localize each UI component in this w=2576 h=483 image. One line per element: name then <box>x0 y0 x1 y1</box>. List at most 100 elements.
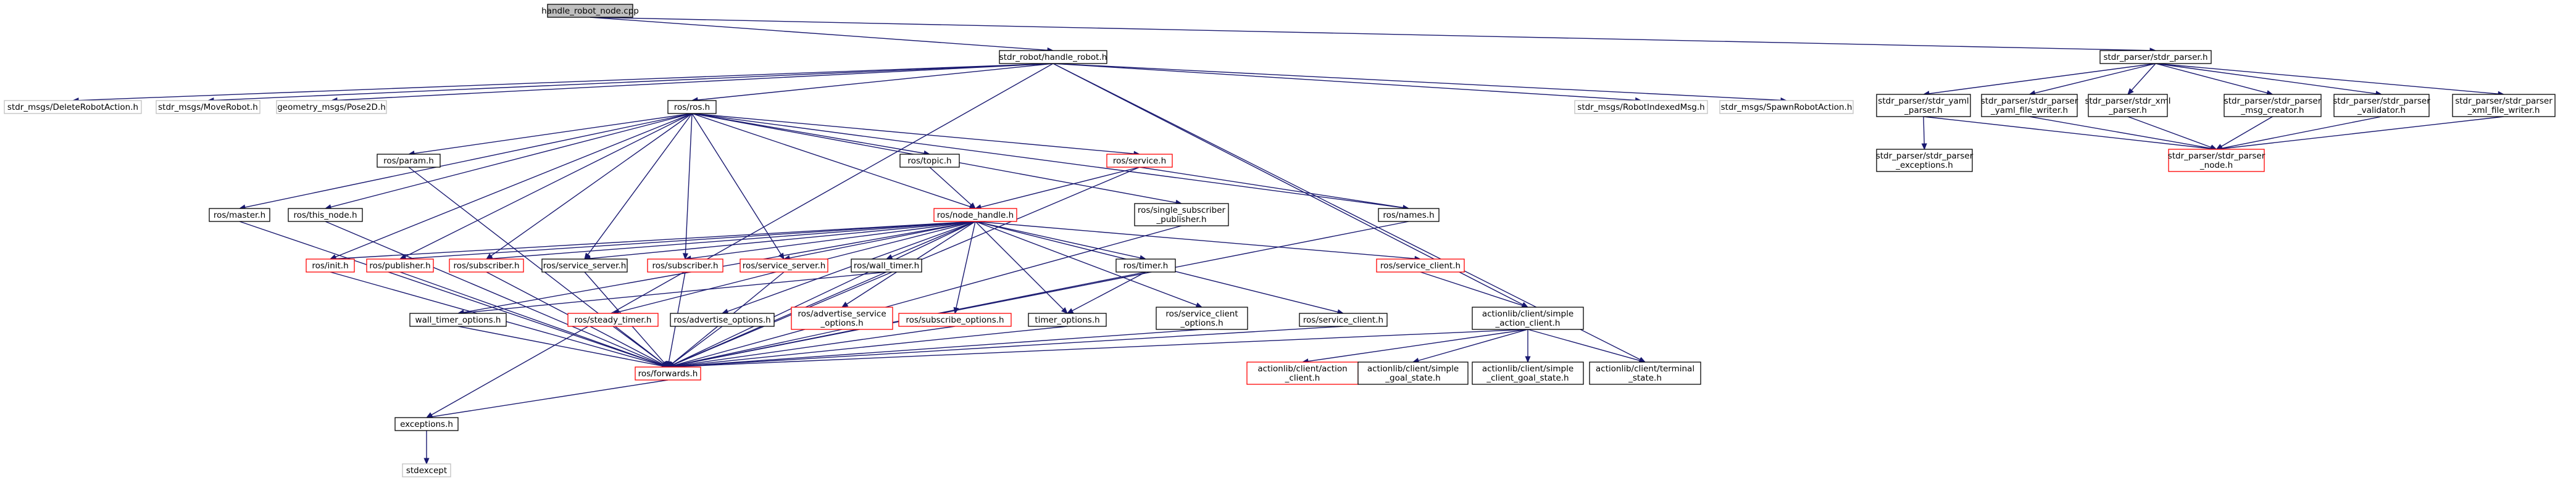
node-ros_timer[interactable]: ros/timer.h <box>1115 258 1176 273</box>
node-box <box>306 258 355 273</box>
node-ros_steady_timer[interactable]: ros/steady_timer.h <box>567 313 659 327</box>
node-terminal_state[interactable]: actionlib/client/terminal_state.h <box>1589 361 1701 385</box>
node-msg_creator[interactable]: stdr_parser/stdr_parser_msg_creator.h <box>2224 94 2322 117</box>
edge-ros_steady_timer-to-ros_forwards <box>612 326 669 368</box>
node-label: stdr_msgs/RobotIndexedMsg.h <box>1577 102 1704 112</box>
edge-line <box>336 63 1054 101</box>
node-ros_service_server_a[interactable]: ros/service_server.h <box>541 258 628 273</box>
node-label: ros/publisher.h <box>369 261 430 271</box>
node-exceptions[interactable]: exceptions.h <box>394 417 459 431</box>
node-label: _msg_creator.h <box>2240 105 2304 115</box>
node-label: stdexcept <box>406 466 447 476</box>
node-label: ros/advertise_options.h <box>673 315 771 325</box>
node-single_sub_pub[interactable]: ros/single_subscriber_publisher.h <box>1134 203 1229 226</box>
node-ros_names[interactable]: ros/names.h <box>1378 208 1440 222</box>
node-wall_timer_options[interactable]: wall_timer_options.h <box>409 313 507 327</box>
node-stdexcept: stdexcept <box>402 463 451 477</box>
node-yaml_writer[interactable]: stdr_parser/stdr_parser_yaml_file_writer… <box>1981 94 2078 117</box>
node-label: stdr_parser/stdr_parser <box>2224 96 2322 106</box>
edge-xml_writer-to-parser_node <box>2215 116 2504 152</box>
node-stdr_parser_h[interactable]: stdr_parser/stdr_parser.h <box>2099 50 2212 64</box>
node-handle_robot_node[interactable]: handle_robot_node.cpp <box>541 4 639 18</box>
node-label: ros/service.h <box>1113 156 1166 166</box>
edge-line <box>239 221 663 366</box>
node-label: stdr_parser/stdr_parser <box>1876 151 1974 161</box>
node-box <box>567 313 659 327</box>
node-box <box>2224 94 2322 117</box>
node-ros_service_client_b[interactable]: ros/service_client.h <box>1299 313 1388 327</box>
node-ros_subscriber_a[interactable]: ros/subscriber.h <box>449 258 524 273</box>
node-xml_writer[interactable]: stdr_parser/stdr_parser_xml_file_writer.… <box>2452 94 2556 117</box>
edge-ros_node_handle-to-ros_subscribe_options <box>953 221 976 315</box>
node-label: ros/subscriber.h <box>453 261 519 271</box>
node-label: ros/init.h <box>312 261 348 271</box>
node-ros_param[interactable]: ros/param.h <box>377 154 441 168</box>
node-ros_publisher[interactable]: ros/publisher.h <box>366 258 434 273</box>
node-ros_subscribe_options[interactable]: ros/subscribe_options.h <box>898 313 1012 327</box>
node-ros_subscriber_b[interactable]: ros/subscriber.h <box>647 258 723 273</box>
node-label: stdr_parser/stdr_parser <box>2333 96 2430 106</box>
node-ros_node_handle[interactable]: ros/node_handle.h <box>933 208 1017 222</box>
edge-ros_service_client_options-to-ros_forwards <box>667 329 1203 369</box>
edge-line <box>673 326 1344 368</box>
edge-stdr_parser_h-to-xml_parser <box>2127 63 2156 95</box>
node-xml_parser[interactable]: stdr_parser/stdr_xml_parser.h <box>2085 94 2171 117</box>
edge-ros_service-to-ros_node_handle <box>974 167 1140 210</box>
node-ros_service_client_a[interactable]: ros/service_client.h <box>1376 258 1465 273</box>
edge-handle_robot_h-to-exceptions <box>425 63 1054 418</box>
node-ros_service[interactable]: ros/service.h <box>1106 154 1173 168</box>
edge-line <box>975 221 1141 258</box>
node-simple_goal_state[interactable]: actionlib/client/simple_goal_state.h <box>1357 361 1469 385</box>
edge-line <box>891 221 976 258</box>
node-parser_exceptions[interactable]: stdr_parser/stdr_parser_exceptions.h <box>1876 149 1974 172</box>
node-simple_client_goal_state[interactable]: actionlib/client/simple_client_goal_stat… <box>1472 361 1584 385</box>
node-parser_node[interactable]: stdr_parser/stdr_parser_node.h <box>2168 149 2265 172</box>
node-box <box>1299 313 1388 327</box>
edge-line <box>975 221 1064 310</box>
edge-line <box>78 63 1054 101</box>
edge-line <box>2155 63 2377 94</box>
node-ros_h[interactable]: ros/ros.h <box>667 100 717 114</box>
edge-ros_node_handle-to-ros_wall_timer <box>885 221 976 260</box>
node-box <box>2333 94 2430 117</box>
node-timer_options[interactable]: timer_options.h <box>1028 313 1107 327</box>
edge-yaml_parser-to-parser_exceptions <box>1921 116 1927 151</box>
node-box <box>2099 50 2212 64</box>
edge-line <box>325 221 663 366</box>
node-ros_advertise_service[interactable]: ros/advertise_service_options.h <box>791 307 893 330</box>
edge-line <box>697 63 1054 101</box>
node-ros_topic[interactable]: ros/topic.h <box>899 154 960 168</box>
node-validator[interactable]: stdr_parser/stdr_parser_validator.h <box>2333 94 2430 117</box>
node-box <box>740 258 828 273</box>
node-box <box>1876 149 1973 172</box>
edge-ros_service_client_a-to-simple_action_client <box>1420 271 1529 308</box>
edge-line <box>590 17 2151 51</box>
node-ros_service_client_options[interactable]: ros/service_client_options.h <box>1156 307 1248 330</box>
node-ros_init[interactable]: ros/init.h <box>306 258 355 273</box>
node-ros_this_node[interactable]: ros/this_node.h <box>288 208 363 222</box>
node-ros_advertise_options[interactable]: ros/advertise_options.h <box>670 313 775 327</box>
node-ros_forwards[interactable]: ros/forwards.h <box>635 366 701 381</box>
node-delete_robot: stdr_msgs/DeleteRobotAction.h <box>4 100 142 114</box>
node-simple_action_client[interactable]: actionlib/client/simple_action_client.h <box>1472 307 1584 330</box>
node-yaml_parser[interactable]: stdr_parser/stdr_yaml_parser.h <box>1876 94 1971 117</box>
edge-line <box>975 221 1415 259</box>
edge-line <box>691 113 970 207</box>
node-ros_wall_timer[interactable]: ros/wall_timer.h <box>851 258 922 273</box>
node-box <box>276 100 387 114</box>
node-label: ros/steady_timer.h <box>575 315 652 325</box>
node-ros_master[interactable]: ros/master.h <box>209 208 270 222</box>
node-box <box>449 258 524 273</box>
node-handle_robot_h[interactable]: stdr_robot/handle_robot.h <box>999 50 1107 64</box>
node-box <box>1246 361 1359 385</box>
node-label: exceptions.h <box>400 419 453 429</box>
edge-line <box>335 221 976 260</box>
edge-line <box>2035 63 2156 94</box>
node-action_client[interactable]: actionlib/client/action_client.h <box>1246 361 1359 385</box>
node-label: _validator.h <box>2357 105 2406 115</box>
edge-handle_robot_h-to-move_robot <box>207 63 1054 104</box>
node-ros_service_server_b[interactable]: ros/service_server.h <box>740 258 828 273</box>
edge-line <box>691 113 925 154</box>
edge-line <box>691 113 1404 208</box>
edge-single_sub_pub-to-ros_forwards <box>667 225 1182 368</box>
